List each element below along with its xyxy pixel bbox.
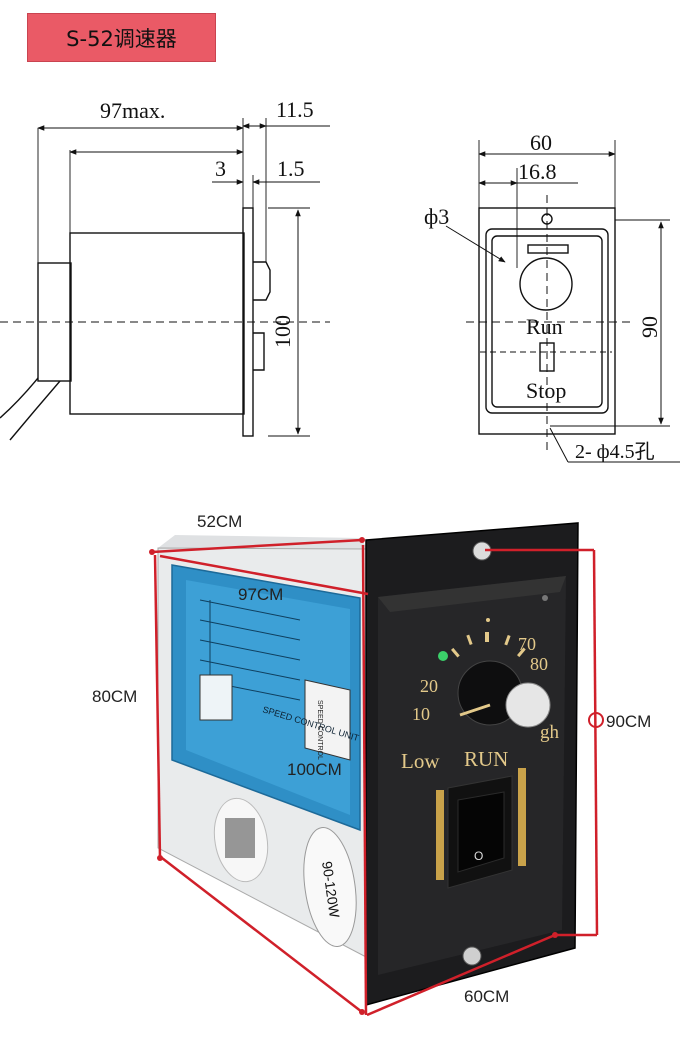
rocker-switch: [457, 791, 505, 873]
label-model: SPEED CONTROL: [316, 700, 323, 760]
dim-front-width: 60: [530, 130, 552, 155]
voltage-text: 90-120W: [319, 860, 343, 919]
side-body: [69, 232, 245, 415]
panel-low-label: Low: [401, 749, 440, 773]
dim-flange-thickness: 11.5: [276, 97, 314, 122]
side-cable-b: [9, 380, 61, 441]
side-switch: [253, 332, 265, 371]
front-stop-label: Stop: [526, 378, 566, 403]
dim-plate-offset: 3: [215, 156, 226, 181]
blue-label-plate: [171, 564, 361, 832]
scale-80: 80: [530, 654, 548, 674]
side-knob: [253, 261, 271, 301]
dim-hole-diameter: ф3: [424, 204, 449, 229]
voltage-sticker: [303, 826, 357, 948]
front-panel-lip: [378, 576, 566, 612]
side-cable-a: [0, 377, 39, 419]
title-banner: S-52调速器: [27, 13, 216, 62]
panel-led: [438, 651, 448, 661]
front-run-label: Run: [526, 314, 563, 339]
panel-run-label: RUN: [464, 747, 508, 771]
switch-off-mark: O: [474, 849, 483, 863]
photo-dim-panel-width: 60CM: [464, 987, 509, 1006]
dim-overall-length: 97max.: [100, 98, 165, 123]
scale-10: 10: [412, 704, 430, 724]
dim-mount-holes: 2- ф4.5孔: [575, 440, 655, 463]
dim-front-height: 90: [637, 316, 662, 338]
photo-dim-width: 52CM: [197, 512, 242, 531]
blue-label-inner: [186, 580, 350, 815]
scale-20: 20: [420, 676, 438, 696]
knob-pointer: [459, 703, 491, 717]
dim-height: 100: [270, 315, 295, 348]
photo-dim-depth: 100CM: [287, 760, 342, 779]
title-text: S-52调速器: [66, 26, 177, 51]
photo-dim-height: 80CM: [92, 687, 137, 706]
label-wiring-diagram: [199, 599, 301, 720]
switch-rail-left: [436, 790, 444, 880]
panel-scale-marks: [451, 618, 526, 658]
scale-70: 70: [518, 634, 536, 654]
red-dimension-ends: [149, 537, 604, 1015]
rocker-switch-housing: [447, 775, 513, 889]
speed-knob: [457, 660, 523, 726]
photo-dim-panel-height: 90CM: [606, 712, 651, 731]
panel-high-label: gh: [540, 722, 560, 743]
front-panel-face: [378, 576, 566, 975]
side-view: [0, 118, 330, 441]
label-heading: SPEED CONTROL UNIT: [261, 704, 360, 743]
front-panel-black: [365, 522, 579, 1006]
panel-screw: [542, 595, 548, 601]
technical-drawing: 97max. 11.5 3 1.5 100 60 16.8 ф3 90 Run …: [0, 97, 680, 463]
dim-plate-gap: 1.5: [277, 156, 305, 181]
qr-code: [225, 818, 255, 858]
dim-hole-offset: 16.8: [518, 159, 557, 184]
switch-rail-right: [518, 768, 526, 866]
front-led-slot: [527, 244, 569, 254]
red-dimension-lines: [151, 538, 599, 1017]
panel-top-hole: [472, 541, 492, 561]
qr-sticker: [213, 797, 269, 883]
label-motor-box: [199, 674, 233, 721]
front-knob: [519, 257, 573, 311]
body-top-face: [158, 535, 368, 549]
label-control-box: [304, 679, 351, 761]
body-side: [157, 547, 369, 959]
speed-knob-cap: [505, 682, 551, 728]
panel-bottom-hole: [462, 946, 482, 966]
front-view: [445, 140, 680, 463]
photo-dim-length: 97CM: [238, 585, 283, 604]
